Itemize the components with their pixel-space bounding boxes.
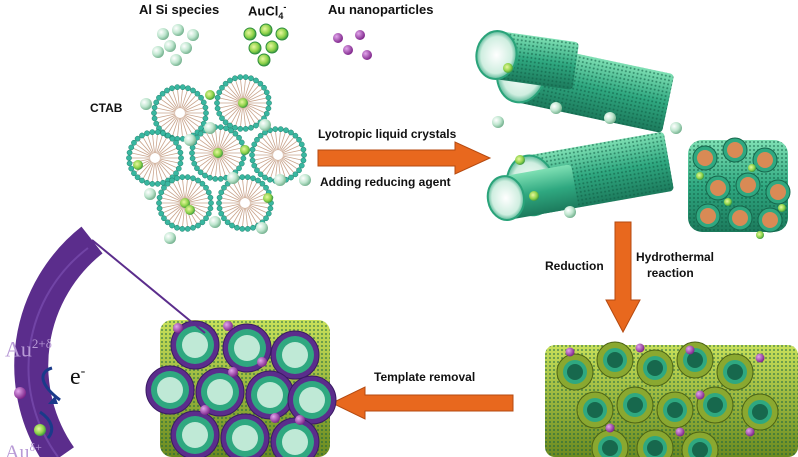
aucl-sphere <box>240 145 250 155</box>
legend-aucl-sup: - <box>283 2 287 12</box>
arrow-template-removal <box>330 386 514 420</box>
si-sphere <box>259 119 271 131</box>
si-sphere <box>256 222 268 234</box>
rod-assembly <box>475 30 682 221</box>
inset-au-top-base: Au <box>5 336 32 362</box>
si-sphere <box>274 174 286 186</box>
step1-line2: Adding reducing agent <box>320 175 451 189</box>
micelle <box>189 124 247 182</box>
inset-au-bottom-base: Au <box>5 441 30 457</box>
inset-au-bottom-sup: δ+ <box>29 440 42 454</box>
legend-aucl-spheres <box>243 23 289 67</box>
si-sphere <box>184 134 196 146</box>
si-sphere <box>209 216 221 228</box>
final-mesoporous-tubes <box>145 320 337 457</box>
inset-electron: e- <box>70 364 85 391</box>
inset-au-top: Au2+δ <box>5 336 52 362</box>
inset-electron-base: e <box>70 364 81 390</box>
si-sphere <box>144 188 156 200</box>
si-sphere <box>227 172 239 184</box>
micelle <box>214 74 272 132</box>
si-sphere <box>299 174 311 186</box>
legend-au-spheres <box>333 30 372 60</box>
legend-aucl-label: AuCl4- <box>248 2 286 21</box>
si-sphere <box>204 122 216 134</box>
legend-si-label: Al Si species <box>139 2 220 17</box>
legend-aucl-sub: 4 <box>278 10 284 21</box>
step2-reduction: Reduction <box>545 259 604 273</box>
step1-line1: Lyotropic liquid crystals <box>318 127 457 141</box>
legend-aucl-main: AuCl <box>248 3 279 19</box>
legend-si-spheres <box>152 24 199 66</box>
si-sphere <box>140 98 152 110</box>
step2-hydro-line1: Hydrothermal <box>636 250 715 264</box>
step3-template-removal: Template removal <box>374 370 476 384</box>
aucl-sphere <box>133 160 143 170</box>
inset-au-top-sup: 2+δ <box>31 336 52 351</box>
inset-electron-sup: - <box>80 364 86 379</box>
hexagonal-bundle <box>688 137 791 239</box>
arrow-reduction <box>605 221 641 334</box>
si-sphere <box>164 232 176 244</box>
zoom-inset <box>14 226 206 457</box>
micelle <box>156 174 214 232</box>
au-loaded-tubes <box>545 341 798 457</box>
ctab-label: CTAB <box>90 101 123 115</box>
ctab-micelle-cluster <box>126 74 311 244</box>
aucl-sphere <box>263 193 273 203</box>
inset-au-bottom: Auδ+ <box>5 440 42 457</box>
aucl-sphere <box>185 205 195 215</box>
micelle <box>249 126 307 184</box>
legend-au-np-label: Au nanoparticles <box>328 2 434 17</box>
aucl-sphere <box>205 90 215 100</box>
step2-hydro-line2: reaction <box>647 266 694 280</box>
arrow-lyotropic <box>317 141 492 175</box>
